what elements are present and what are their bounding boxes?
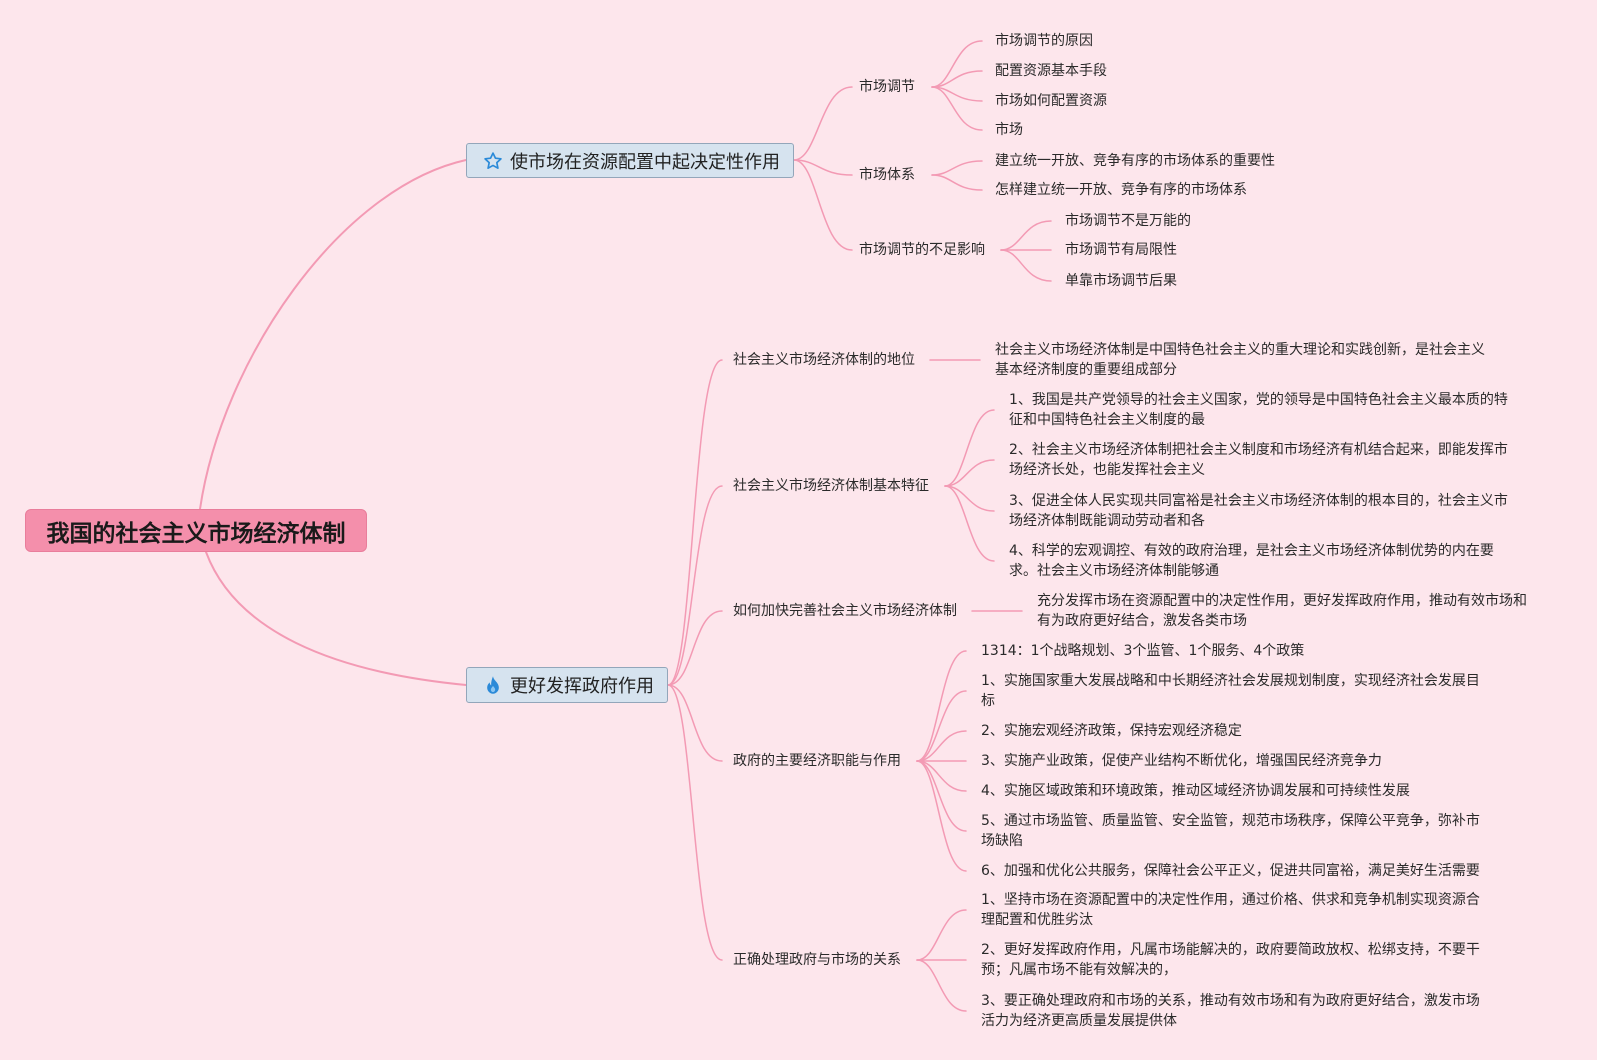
topic-government-functions[interactable]: 政府的主要经济职能与作用 xyxy=(733,753,901,769)
subtopic-regulation-reason[interactable]: 市场调节的原因 xyxy=(995,33,1093,49)
branch-government-role-title: 更好发挥政府作用 xyxy=(510,676,654,697)
branch-market-role-title: 使市场在资源配置中起决定性作用 xyxy=(510,151,780,173)
topic-system-status[interactable]: 社会主义市场经济体制的地位 xyxy=(733,352,915,368)
subtopic-regulation-market[interactable]: 市场 xyxy=(995,122,1023,138)
subtopic-relation-1[interactable]: 1、坚持市场在资源配置中的决定性作用，通过价格、供求和竞争机制实现资源合理配置和… xyxy=(981,892,1480,928)
connector-government-branch-to-status xyxy=(667,359,723,686)
branch-market-role[interactable]: 使市场在资源配置中起决定性作用 xyxy=(466,143,794,178)
connector-functions-item-6 xyxy=(916,760,967,832)
subtopic-shortcomings-not-omnipotent[interactable]: 市场调节不是万能的 xyxy=(1065,213,1191,229)
subtopic-function-1[interactable]: 1、实施国家重大发展战略和中长期经济社会发展规划制度，实现经济社会发展目标 xyxy=(981,673,1480,709)
connector-regulation-item-4 xyxy=(931,86,983,131)
subtopic-system-how-to-build[interactable]: 怎样建立统一开放、竞争有序的市场体系 xyxy=(995,182,1247,198)
subtopic-regulation-how[interactable]: 市场如何配置资源 xyxy=(995,93,1107,109)
connector-root-to-government-branch xyxy=(205,551,467,686)
connector-government-branch-to-features xyxy=(667,485,723,686)
topic-market-shortcomings[interactable]: 市场调节的不足影响 xyxy=(859,242,985,258)
connector-government-branch-to-relations xyxy=(667,684,723,961)
subtopic-shortcomings-limitations[interactable]: 市场调节有局限性 xyxy=(1065,242,1177,258)
fire-icon xyxy=(487,676,499,694)
connector-features-item-4 xyxy=(944,485,995,562)
connector-functions-item-1 xyxy=(916,650,967,762)
connector-regulation-item-1 xyxy=(931,40,983,88)
subtopic-improvement-description[interactable]: 充分发挥市场在资源配置中的决定性作用，更好发挥政府作用，推动有效市场和有为政府更… xyxy=(1037,593,1527,629)
connector-market-branch-to-system xyxy=(793,159,853,176)
topic-market-system[interactable]: 市场体系 xyxy=(859,167,915,183)
subtopic-regulation-basic-means[interactable]: 配置资源基本手段 xyxy=(995,63,1107,79)
root-topic[interactable]: 我国的社会主义市场经济体制 xyxy=(25,509,367,552)
topic-market-regulation[interactable]: 市场调节 xyxy=(859,79,915,95)
topic-system-improvement[interactable]: 如何加快完善社会主义市场经济体制 xyxy=(733,603,957,619)
subtopic-function-3[interactable]: 3、实施产业政策，促使产业结构不断优化，增强国民经济竞争力 xyxy=(981,753,1382,769)
subtopic-feature-1[interactable]: 1、我国是共产党领导的社会主义国家，党的领导是中国特色社会主义最本质的特征和中国… xyxy=(1009,392,1508,428)
subtopic-system-importance[interactable]: 建立统一开放、竞争有序的市场体系的重要性 xyxy=(995,153,1275,169)
connector-government-branch-to-improve xyxy=(667,610,723,686)
connector-features-item-2 xyxy=(944,459,995,487)
subtopic-functions-summary[interactable]: 1314：1个战略规划、3个监管、1个服务、4个政策 xyxy=(981,643,1305,659)
subtopic-function-2[interactable]: 2、实施宏观经济政策，保持宏观经济稳定 xyxy=(981,723,1242,739)
connector-relations-item-3 xyxy=(916,959,967,1012)
connector-functions-item-7 xyxy=(916,760,967,872)
connector-market-branch-to-regulation xyxy=(793,86,853,161)
subtopic-shortcomings-consequences[interactable]: 单靠市场调节后果 xyxy=(1065,273,1177,289)
subtopic-relation-2[interactable]: 2、更好发挥政府作用，凡属市场能解决的，政府要简政放权、松绑支持，不要干预；凡属… xyxy=(981,942,1480,978)
connector-functions-item-2 xyxy=(916,690,967,762)
subtopic-feature-4[interactable]: 4、科学的宏观调控、有效的政府治理，是社会主义市场经济体制优势的内在要求。社会主… xyxy=(1009,543,1494,579)
subtopic-relation-3[interactable]: 3、要正确处理政府和市场的关系，推动有效市场和有为政府更好结合，激发市场活力为经… xyxy=(981,993,1480,1029)
subtopic-function-4[interactable]: 4、实施区域政策和环境政策，推动区域经济协调发展和可持续性发展 xyxy=(981,783,1410,799)
connector-regulation-item-2 xyxy=(931,70,983,88)
star-icon xyxy=(484,151,502,169)
connector-features-item-3 xyxy=(944,485,995,512)
connector-shortcomings-item-1 xyxy=(1000,220,1052,251)
root-topic-title: 我国的社会主义市场经济体制 xyxy=(46,520,346,547)
connector-market-branch-to-shortcomings xyxy=(793,159,853,251)
connector-shortcomings-item-3 xyxy=(1000,249,1052,282)
connector-features-item-1 xyxy=(944,409,995,487)
subtopic-feature-2[interactable]: 2、社会主义市场经济体制把社会主义制度和市场经济有机结合起来，即能发挥市场经济长… xyxy=(1009,442,1508,478)
subtopic-status-description[interactable]: 社会主义市场经济体制是中国特色社会主义的重大理论和实践创新，是社会主义基本经济制… xyxy=(995,342,1485,378)
connector-system-item-1 xyxy=(931,160,983,176)
branch-government-role[interactable]: 更好发挥政府作用 xyxy=(466,667,668,703)
connector-government-branch-to-functions xyxy=(667,684,723,762)
topic-government-market-relations[interactable]: 正确处理政府与市场的关系 xyxy=(733,952,901,968)
topic-system-features[interactable]: 社会主义市场经济体制基本特征 xyxy=(733,478,929,494)
subtopic-feature-3[interactable]: 3、促进全体人民实现共同富裕是社会主义市场经济体制的根本目的，社会主义市场经济体… xyxy=(1009,493,1508,529)
connector-relations-item-1 xyxy=(916,909,967,961)
subtopic-function-5[interactable]: 5、通过市场监管、质量监管、安全监管，规范市场秩序，保障公平竞争，弥补市场缺陷 xyxy=(981,813,1480,849)
subtopic-function-6[interactable]: 6、加强和优化公共服务，保障社会公平正义，促进共同富裕，满足美好生活需要 xyxy=(981,863,1480,879)
connector-system-item-2 xyxy=(931,174,983,191)
connector-functions-item-3 xyxy=(916,730,967,762)
connector-root-to-market-branch xyxy=(199,159,467,510)
